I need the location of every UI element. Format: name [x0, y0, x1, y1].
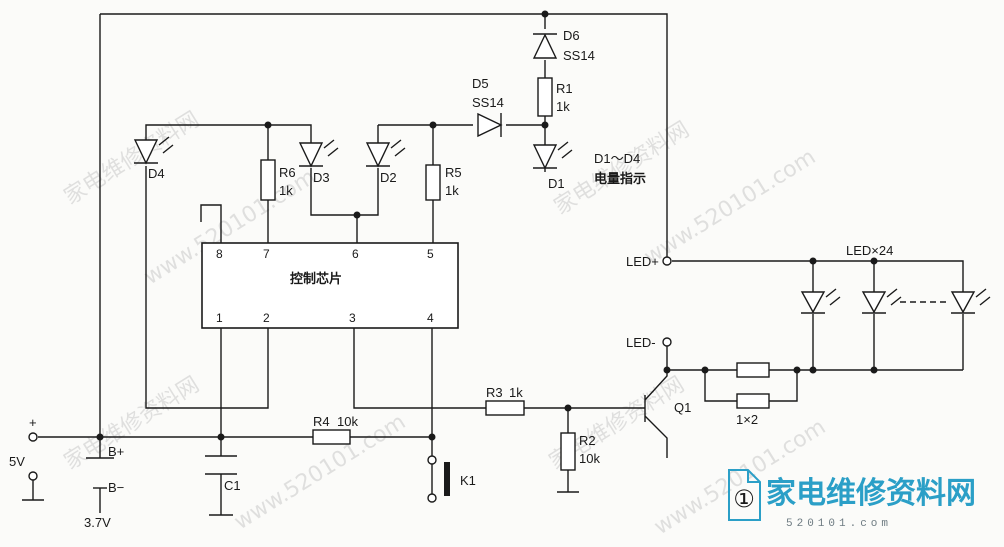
label-c1: C1	[224, 478, 241, 493]
label-r1: R1	[556, 81, 573, 96]
label-r5-val: 1k	[445, 183, 459, 198]
label-d6-type: SS14	[563, 48, 595, 63]
terminals	[28, 256, 672, 503]
resistor-pair-top	[736, 362, 770, 378]
site-logo: ① 家电维修资料网 520101.com	[728, 469, 976, 530]
label-res-pair: 1×2	[736, 412, 758, 427]
label-led-minus: LED-	[626, 335, 656, 350]
label-r3-val: 1k	[509, 385, 523, 400]
label-d1-d4: D1～D4	[594, 151, 640, 166]
led-d1	[532, 141, 573, 170]
pin-4: 4	[427, 311, 434, 325]
logo-text: 家电维修资料网	[766, 476, 976, 511]
pin-3: 3	[349, 311, 356, 325]
label-r1-val: 1k	[556, 99, 570, 114]
pin-7: 7	[263, 247, 270, 261]
pin-1: 1	[216, 311, 223, 325]
labels: D6 SS14 D5 SS14 R1 1k D1 D1～D4 电量指示 D2 D…	[9, 28, 893, 530]
resistor-r2	[560, 432, 576, 471]
led-array	[800, 288, 991, 314]
logo-url: 520101.com	[786, 518, 892, 530]
resistor-r3	[485, 400, 525, 416]
label-d5-type: SS14	[472, 95, 504, 110]
label-d2: D2	[380, 170, 397, 185]
resistor-r5	[425, 164, 441, 201]
pin-5: 5	[427, 247, 434, 261]
resistor-r4	[312, 429, 351, 445]
label-d4: D4	[148, 166, 165, 181]
terminal-plus	[28, 432, 38, 442]
terminal-led-minus	[662, 337, 672, 347]
led-d4	[133, 136, 174, 165]
label-r6: R6	[279, 165, 296, 180]
label-5v: 5V	[9, 454, 25, 469]
label-r4: R4	[313, 414, 330, 429]
led-d2	[365, 139, 406, 168]
battery	[86, 457, 114, 489]
terminal-led-plus	[662, 256, 672, 266]
terminal-5v	[28, 471, 38, 481]
figure-number: ①	[733, 485, 755, 513]
diode-d5	[477, 112, 503, 138]
label-d5: D5	[472, 76, 489, 91]
label-r5: R5	[445, 165, 462, 180]
watermark-cn: 家电维修资料网	[550, 117, 694, 220]
label-led-array: LED×24	[846, 243, 893, 258]
label-battery-indicator: 电量指示	[594, 171, 646, 187]
label-q1: Q1	[674, 400, 691, 415]
label-r2: R2	[579, 433, 596, 448]
resistor-pair-bottom	[736, 393, 770, 409]
diode-d6	[532, 33, 558, 59]
document-icon	[728, 469, 761, 521]
label-3-7v: 3.7V	[84, 515, 111, 530]
pin-6: 6	[352, 247, 359, 261]
resistor-r1	[537, 77, 553, 117]
label-b-minus: B−	[108, 480, 124, 495]
switch-contact-top	[427, 455, 437, 465]
watermark-cn: 家电维修资料网	[60, 372, 204, 475]
label-led-plus: LED+	[626, 254, 659, 269]
label-r6-val: 1k	[279, 183, 293, 198]
label-r4-val: 10k	[337, 414, 358, 429]
junction-dots	[96, 10, 878, 441]
watermark-cn: 家电维修资料网	[60, 107, 204, 210]
switch-contact-bottom	[427, 493, 437, 503]
pin-8: 8	[216, 247, 223, 261]
label-b-plus: B+	[108, 444, 124, 459]
label-chip: 控制芯片	[290, 271, 342, 287]
label-d3: D3	[313, 170, 330, 185]
capacitor-c1	[205, 455, 237, 475]
label-k1: K1	[460, 473, 476, 488]
label-plus: +	[29, 415, 37, 430]
wiring	[22, 13, 964, 516]
led-d3	[298, 139, 339, 168]
resistor-r6	[260, 159, 276, 201]
label-d6: D6	[563, 28, 580, 43]
control-chip	[201, 242, 459, 329]
label-r3: R3	[486, 385, 503, 400]
label-r2-val: 10k	[579, 451, 600, 466]
label-d1: D1	[548, 176, 565, 191]
switch-k1	[431, 462, 450, 496]
pin-2: 2	[263, 311, 270, 325]
